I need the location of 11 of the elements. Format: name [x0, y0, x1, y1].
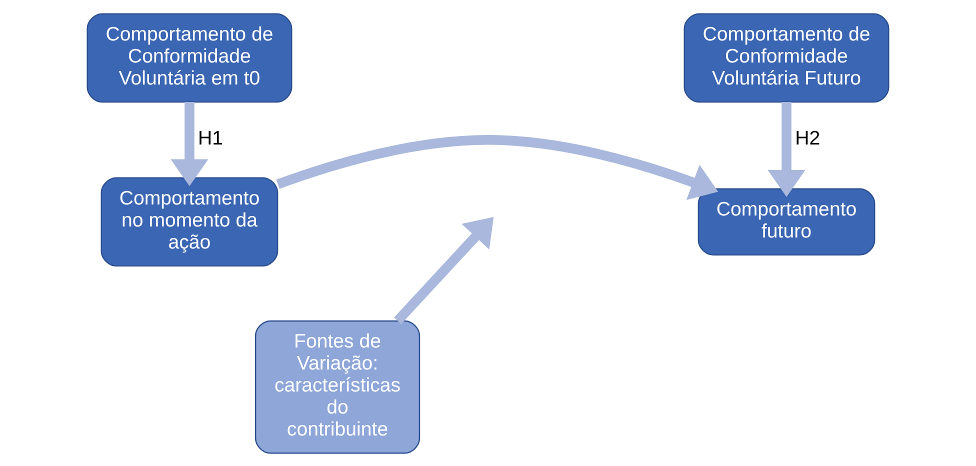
arrow	[276, 134, 718, 200]
arrow	[768, 102, 806, 196]
node-box: Comportamento futuro	[698, 188, 876, 256]
node-box: Fontes de Variação: características do contribuinte	[254, 320, 420, 454]
arrow	[170, 102, 208, 186]
node-box: Comportamento no momento da ação	[100, 176, 278, 266]
edge-label: H1	[198, 127, 224, 150]
node-box: Comportamento de Conformidade Voluntária Futuro	[684, 12, 890, 102]
node-box: Comportamento de Conformidade Voluntária em t0	[86, 12, 292, 102]
edge-label: H2	[795, 127, 820, 150]
arrow	[394, 216, 494, 324]
